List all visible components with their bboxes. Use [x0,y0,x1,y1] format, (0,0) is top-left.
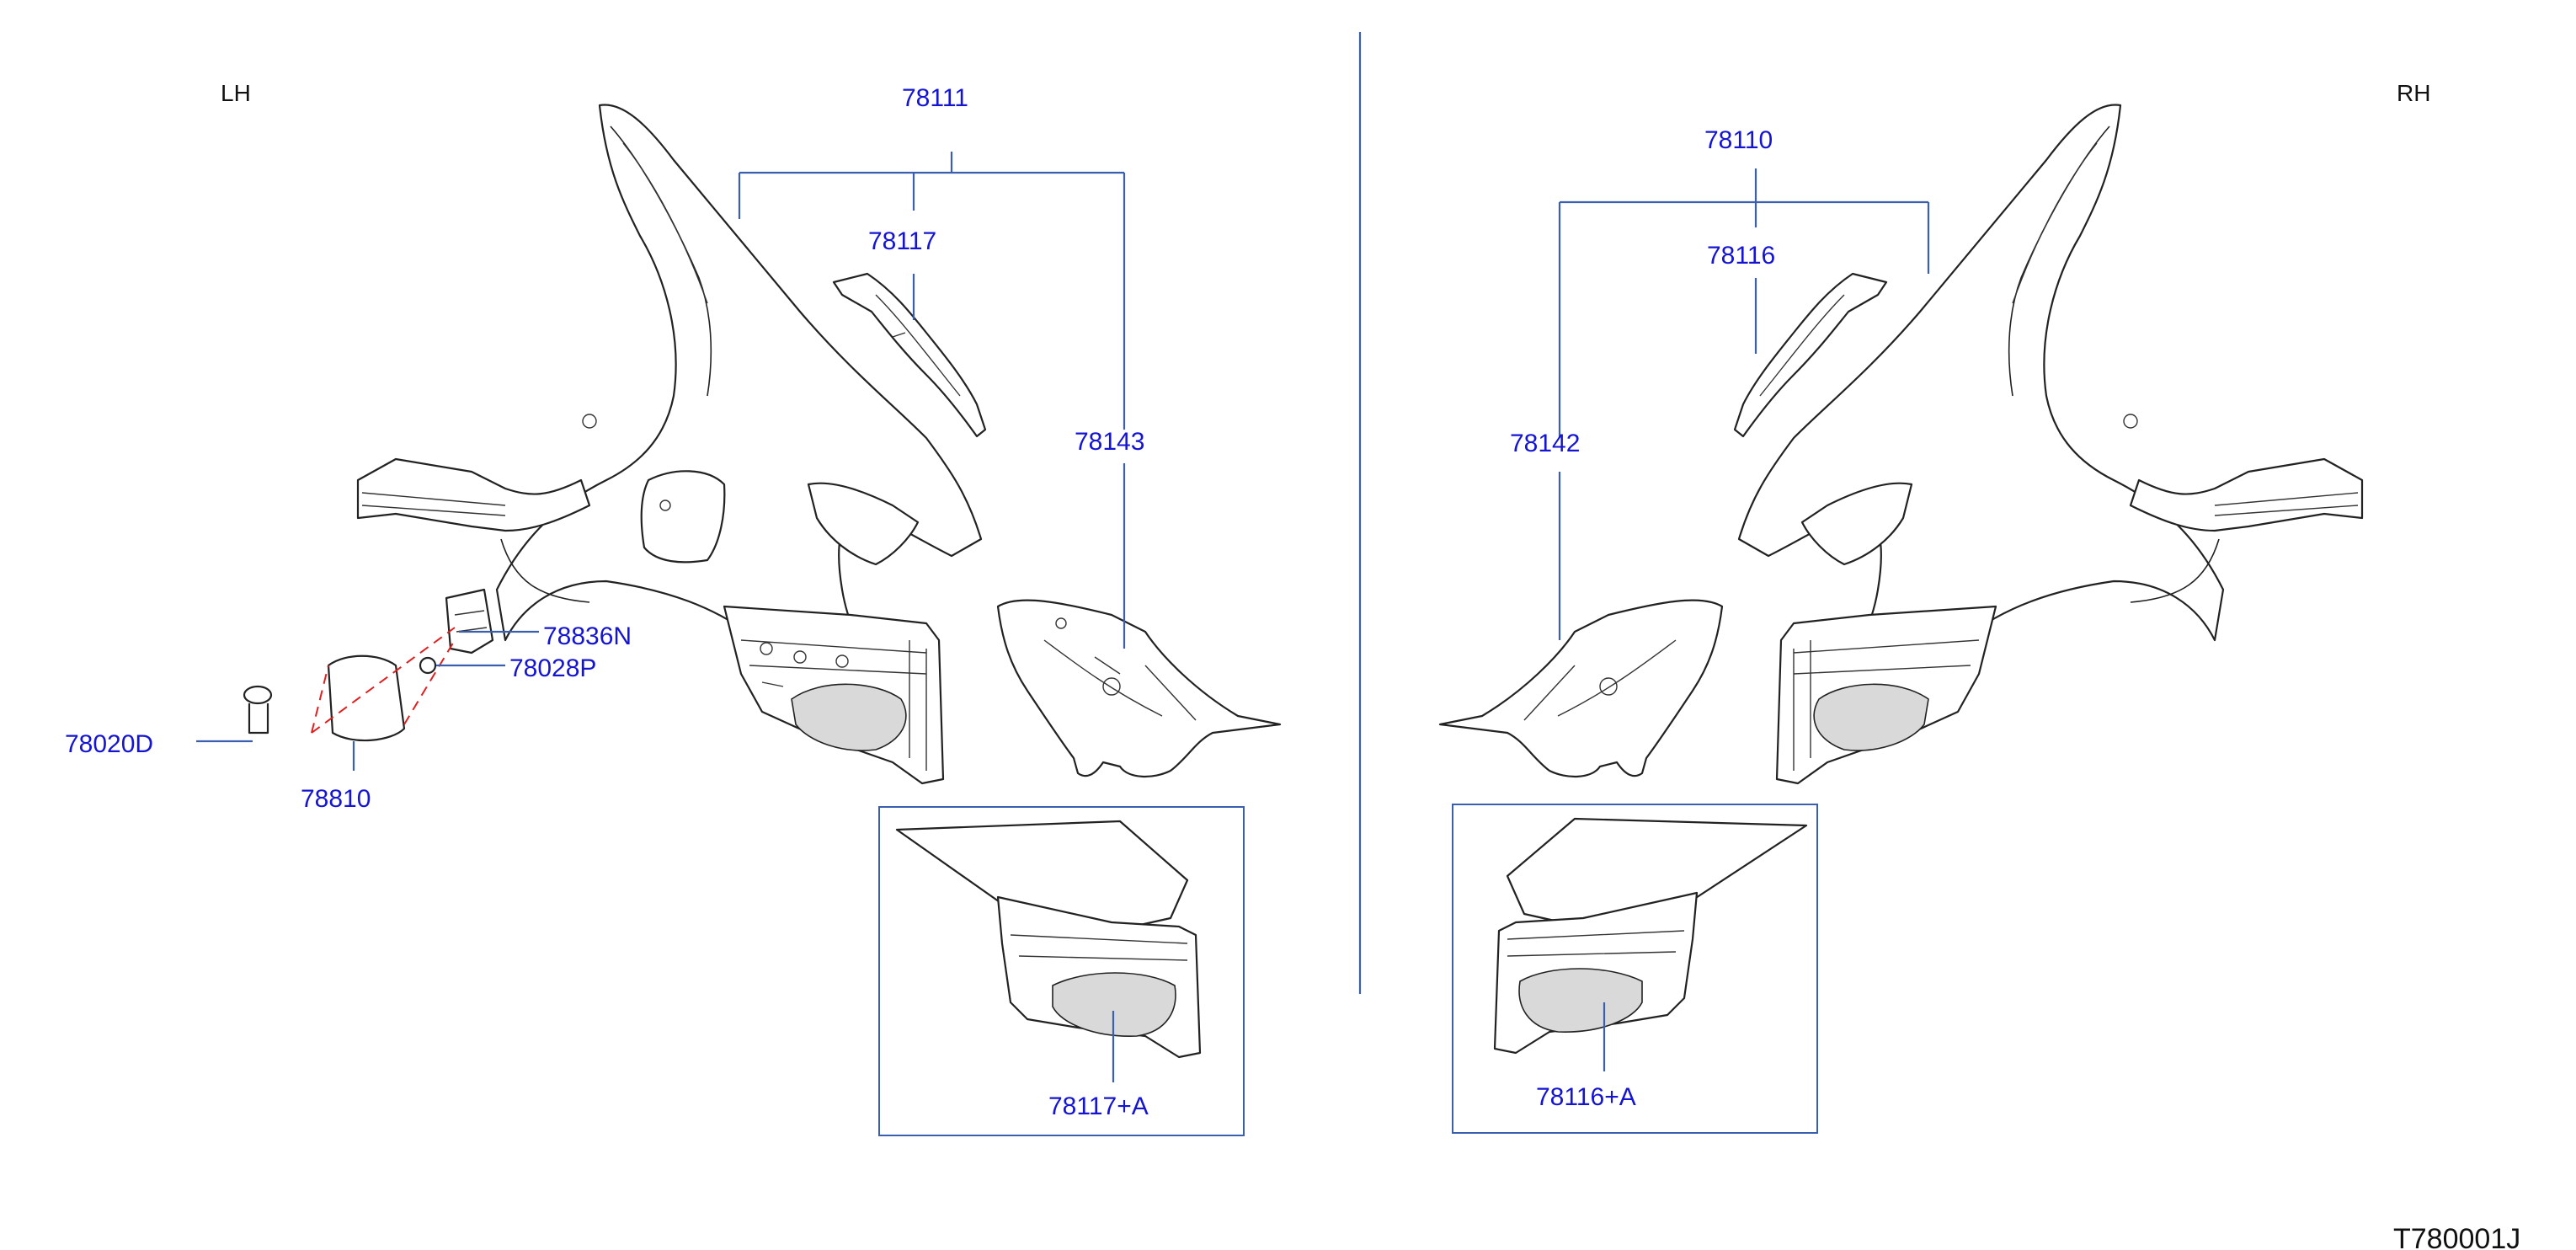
lh-leader-lines [196,152,1126,771]
lh-inner-wheelhouse-illustration [723,605,945,785]
part-label-78116: 78116 [1707,242,1775,270]
lh-upper-reinforcement-illustration [832,272,987,438]
rh-inner-wheelhouse-illustration [1775,605,1997,785]
rh-inset-wheelhouse-illustration [1493,817,1808,1055]
part-label-78116A: 78116+A [1536,1083,1636,1111]
lh-inset-wheelhouse-illustration [895,820,1202,1059]
lh-detail-inset-frame [878,806,1245,1136]
diagram-code: T780001J [2393,1223,2520,1250]
rh-detail-inset-frame [1452,804,1818,1134]
side-label-rh: RH [2397,80,2430,106]
rh-rear-pillar-extension-illustration [1438,599,1724,778]
lh-quarter-panel-illustration [356,104,983,735]
rh-upper-reinforcement-illustration [1733,272,1888,438]
rh-quarter-panel-illustration [1737,104,2364,735]
part-label-78110: 78110 [1704,126,1773,154]
rh-leader-lines [1558,168,1930,640]
part-label-78111: 78111 [902,84,968,112]
part-label-78020D: 78020D [65,730,153,758]
part-label-78143: 78143 [1075,428,1144,456]
lh-rear-pillar-extension-illustration [996,599,1282,778]
part-label-78028P: 78028P [509,654,596,682]
side-label-lh: LH [221,80,251,106]
lh-fuel-lid-group [243,588,494,742]
part-label-78836N: 78836N [543,622,632,650]
part-label-78810: 78810 [301,785,371,813]
part-label-78117A: 78117+A [1048,1092,1149,1120]
part-label-78142: 78142 [1510,430,1580,457]
part-label-78117: 78117 [868,227,936,255]
